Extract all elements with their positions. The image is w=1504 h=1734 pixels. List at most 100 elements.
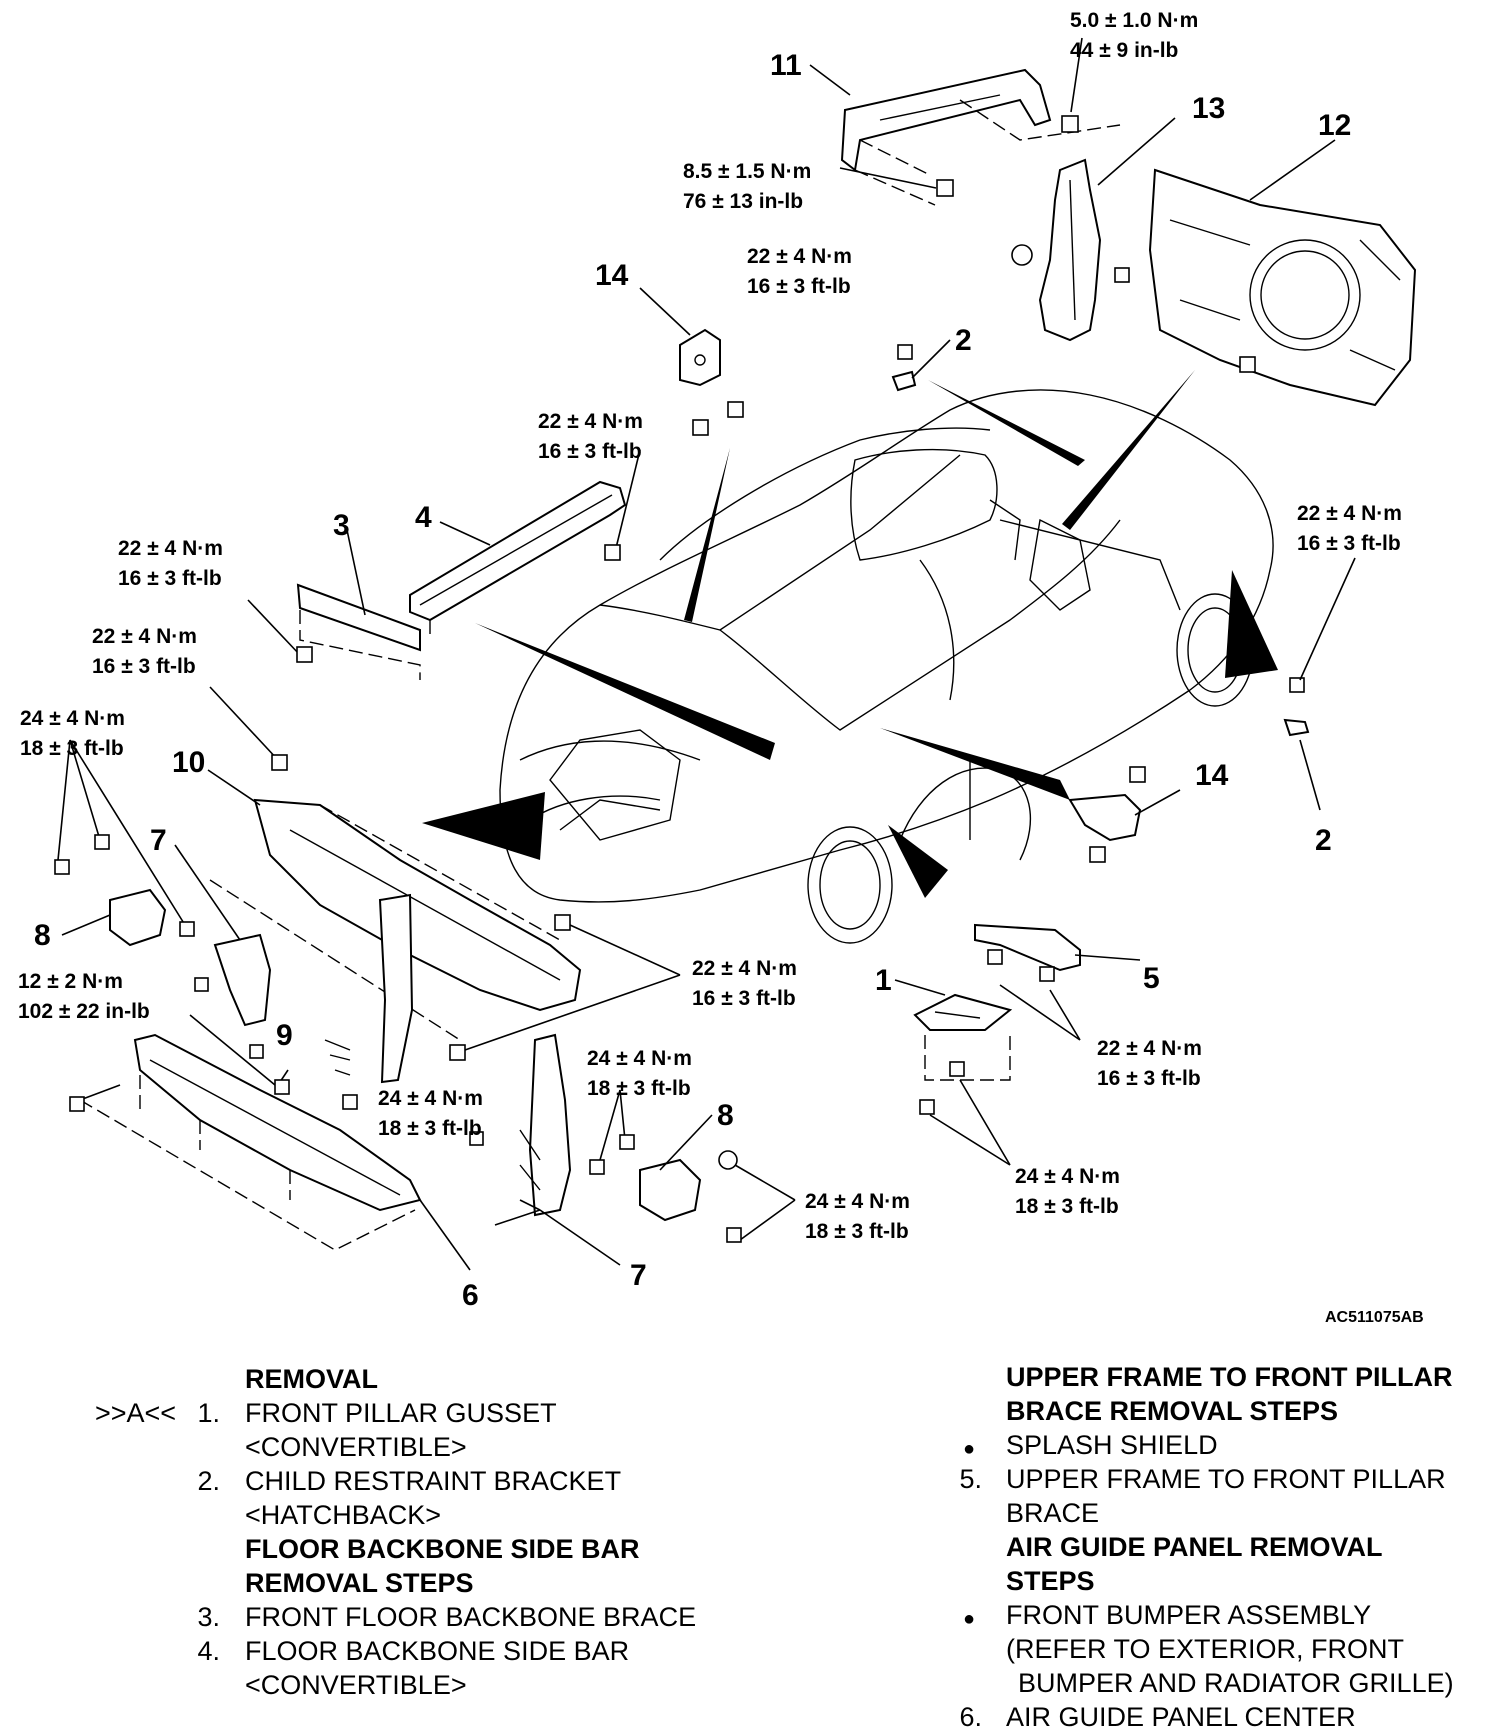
step-text: CHILD RESTRAINT BRACKET xyxy=(245,1466,622,1496)
step-text: FRONT BUMPER ASSEMBLY xyxy=(1006,1600,1372,1630)
marker-a: >>A<< xyxy=(95,1398,177,1428)
callout-8-center: 8 xyxy=(717,1099,734,1132)
torque-label: 22 ± 4 N·m xyxy=(118,537,223,560)
pointer-3 xyxy=(1062,370,1195,530)
bolt-14a xyxy=(727,401,744,418)
bolt-13b xyxy=(1114,267,1130,283)
part-12-panel xyxy=(1148,139,1417,407)
torque-label: 16 ± 3 ft-lb xyxy=(747,275,851,298)
bolt-8g xyxy=(726,1227,742,1243)
bolt-1a xyxy=(949,1061,965,1077)
callout-14-right: 14 xyxy=(1195,759,1229,792)
exploded-view-diagram: 11 13 12 14 2 4 3 10 7 8 9 6 7 8 14 2 5 … xyxy=(18,9,1424,1326)
torque-label: 18 ± 3 ft-lb xyxy=(20,737,124,760)
torque-label: 24 ± 4 N·m xyxy=(378,1087,483,1110)
part-6-air-guide-panel xyxy=(79,1033,471,1271)
part-9-vertical-bracket xyxy=(279,893,414,1084)
bolt-10b xyxy=(554,914,571,931)
bolt-14c xyxy=(1129,766,1146,783)
subheading: REMOVAL STEPS xyxy=(245,1568,474,1598)
step-text: FRONT PILLAR GUSSET xyxy=(245,1398,557,1428)
bolt-6 xyxy=(69,1096,85,1112)
callout-4: 4 xyxy=(415,501,432,534)
torque-label: 18 ± 3 ft-lb xyxy=(378,1117,482,1140)
callout-2-right: 2 xyxy=(1315,824,1332,857)
pointer-1 xyxy=(475,623,775,760)
part-10-upper-frame xyxy=(207,686,582,1041)
subheading: AIR GUIDE PANEL REMOVAL xyxy=(1006,1532,1383,1562)
callout-13: 13 xyxy=(1192,92,1225,125)
step-text: SPLASH SHIELD xyxy=(1006,1430,1218,1460)
step-text: UPPER FRAME TO FRONT PILLAR xyxy=(1006,1464,1446,1494)
torque-label: 12 ± 2 N·m xyxy=(18,970,123,993)
step-text: AIR GUIDE PANEL CENTER xyxy=(1006,1702,1356,1732)
bullet-icon: ● xyxy=(963,1608,976,1630)
part-3-brace xyxy=(247,529,421,680)
step-number: 3. xyxy=(197,1602,220,1632)
step-text: FLOOR BACKBONE SIDE BAR xyxy=(245,1636,630,1666)
bolt-10a xyxy=(271,754,288,771)
torque-label: 22 ± 4 N·m xyxy=(1097,1037,1202,1060)
bolt-12 xyxy=(1239,356,1256,373)
torque-label: 8.5 ± 1.5 N·m xyxy=(683,160,811,183)
removal-steps-right: UPPER FRAME TO FRONT PILLAR BRACE REMOVA… xyxy=(950,1360,1504,1734)
part-11-bracket xyxy=(809,64,1121,206)
torque-label: 16 ± 3 ft-lb xyxy=(92,655,196,678)
bolt-7c xyxy=(469,1131,484,1146)
car-body-outline xyxy=(499,389,1274,944)
torque-label: 22 ± 4 N·m xyxy=(538,410,643,433)
part-14-bracket-top xyxy=(639,287,721,387)
step-number: 5. xyxy=(959,1464,982,1494)
subheading: BRACE REMOVAL STEPS xyxy=(1006,1396,1339,1426)
callout-5: 5 xyxy=(1143,962,1160,995)
torque-label: 16 ± 3 ft-lb xyxy=(538,440,642,463)
callout-1: 1 xyxy=(875,964,892,997)
step-number: 6. xyxy=(959,1702,982,1732)
pointer-5 xyxy=(1225,570,1278,678)
bolt-5b xyxy=(1039,966,1055,982)
torque-label: 22 ± 4 N·m xyxy=(747,245,852,268)
part-7-panel-left xyxy=(174,844,272,1027)
torque-label: 24 ± 4 N·m xyxy=(805,1190,910,1213)
callout-8-left: 8 xyxy=(34,919,51,952)
bolt-9b xyxy=(342,1094,358,1110)
pointer-7 xyxy=(422,792,545,860)
bolt-8d xyxy=(589,1159,605,1175)
torque-label: 16 ± 3 ft-lb xyxy=(1297,532,1401,555)
torque-label: 102 ± 22 in-lb xyxy=(18,1000,150,1023)
torque-label: 22 ± 4 N·m xyxy=(92,625,197,648)
bolt-7b xyxy=(249,1044,264,1059)
torque-label: 18 ± 3 ft-lb xyxy=(805,1220,909,1243)
callout-9: 9 xyxy=(276,1019,293,1052)
bolt-1b xyxy=(919,1099,935,1115)
callout-10: 10 xyxy=(172,746,205,779)
part-5-brace xyxy=(974,923,1141,1041)
step-text: (REFER TO EXTERIOR, FRONT xyxy=(1006,1634,1405,1664)
torque-label: 24 ± 4 N·m xyxy=(20,707,125,730)
subheading: STEPS xyxy=(1006,1566,1095,1596)
callout-7-center: 7 xyxy=(630,1259,647,1292)
bolt-7a xyxy=(194,977,209,992)
bolt-8f xyxy=(718,1150,738,1170)
bolt-5a xyxy=(987,949,1003,965)
callout-11: 11 xyxy=(770,49,802,82)
callout-7-left: 7 xyxy=(150,824,167,857)
bolt-8a xyxy=(54,859,70,875)
torque-label: 22 ± 4 N·m xyxy=(692,957,797,980)
subheading: UPPER FRAME TO FRONT PILLAR xyxy=(1006,1362,1453,1392)
subheading: FLOOR BACKBONE SIDE BAR xyxy=(245,1534,640,1564)
part-2-bracket-top xyxy=(891,339,951,392)
bolt-11b xyxy=(936,179,954,197)
step-text: BUMPER AND RADIATOR GRILLE) xyxy=(1018,1668,1454,1698)
part-8-bracket-left xyxy=(57,739,186,947)
part-14-bracket-right xyxy=(1068,789,1181,842)
removal-heading: REMOVAL xyxy=(245,1364,378,1394)
bolt-8b xyxy=(94,834,110,850)
torque-label: 22 ± 4 N·m xyxy=(1297,502,1402,525)
step-text: FRONT FLOOR BACKBONE BRACE xyxy=(245,1602,697,1632)
part-2-bracket-right xyxy=(1283,557,1356,811)
callout-2-top: 2 xyxy=(955,324,972,357)
pointer-6 xyxy=(880,728,1070,800)
step-number: 1. xyxy=(197,1398,220,1428)
bolt-4 xyxy=(604,544,621,561)
